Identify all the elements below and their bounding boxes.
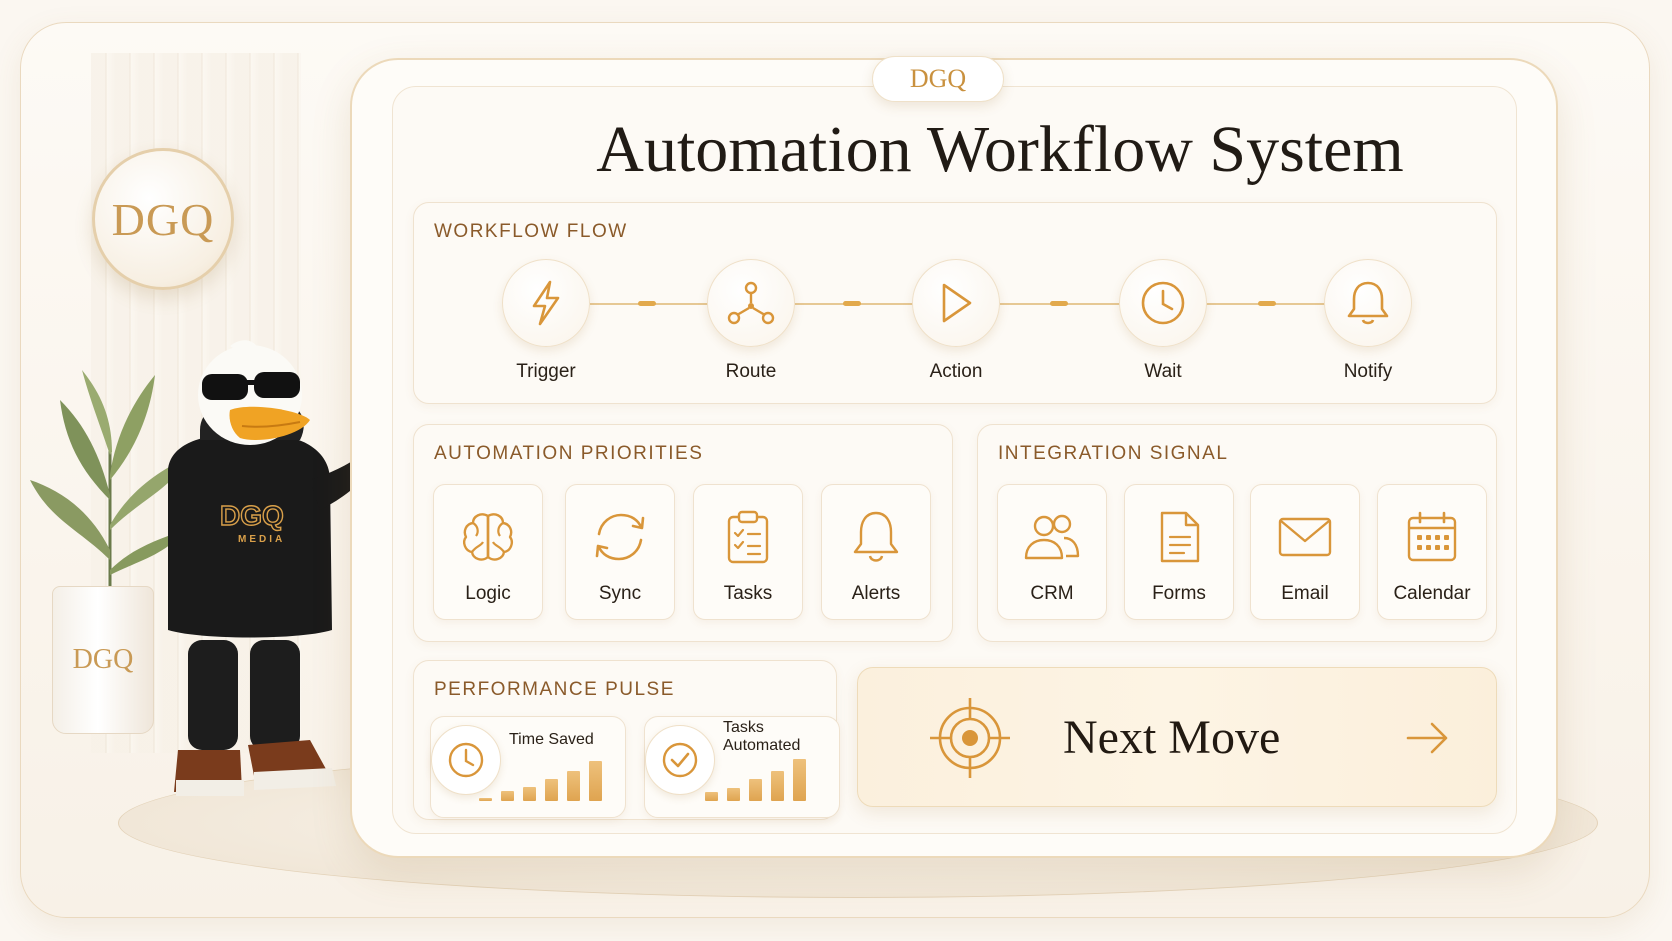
flow-step-wait[interactable]: Wait (1117, 259, 1209, 383)
flow-connector-dash (1258, 301, 1276, 306)
flow-connector-dash (638, 301, 656, 306)
integration-label: CRM (1030, 583, 1074, 604)
metric-bar (589, 761, 602, 801)
planter-logo-text: DGQ (72, 644, 134, 675)
arrow-right-icon (1406, 722, 1448, 754)
duck-mascot-illustration: DGQ MEDIA (168, 340, 391, 796)
priority-label: Logic (465, 583, 511, 604)
check-circle-icon (662, 742, 698, 778)
flow-connector-dash (1050, 301, 1068, 306)
performance-pulse-label: PERFORMANCE PULSE (434, 679, 675, 700)
metric-bar (793, 759, 806, 801)
integration-label: Calendar (1393, 583, 1471, 604)
workflow-flow-label: WORKFLOW FLOW (434, 221, 628, 242)
metric-bar (727, 788, 740, 801)
automation-priorities-label: AUTOMATION PRIORITIES (434, 443, 704, 464)
metric-bar (545, 779, 558, 801)
bell-icon (1347, 281, 1389, 325)
flow-step-label: Route (725, 361, 777, 382)
flow-step-label: Wait (1144, 361, 1182, 382)
flow-step-notify[interactable]: Notify (1322, 259, 1414, 383)
metric-bar (501, 791, 514, 801)
priority-alerts[interactable]: Alerts (821, 484, 931, 620)
bell-icon (853, 511, 899, 562)
clock-icon (448, 742, 484, 778)
svg-text:DGQ: DGQ (220, 500, 284, 531)
route-node-icon (727, 281, 775, 325)
metric-tasks-automated[interactable]: Tasks Automated (644, 716, 840, 818)
brand-pill: DGQ (872, 56, 1004, 102)
integration-crm[interactable]: CRM (997, 484, 1107, 620)
priority-label: Sync (598, 583, 642, 604)
brain-icon (463, 513, 513, 561)
metric-bar (705, 792, 718, 801)
integration-forms[interactable]: Forms (1124, 484, 1234, 620)
metric-bar (749, 779, 762, 801)
integration-email[interactable]: Email (1250, 484, 1360, 620)
target-icon (930, 698, 1010, 778)
lightning-icon (532, 280, 560, 326)
integration-label: Email (1281, 583, 1329, 604)
sync-icon (595, 513, 645, 561)
plant-illustration (30, 370, 192, 598)
planter: DGQ (52, 586, 154, 734)
wall-logo-text: DGQ (111, 193, 215, 245)
flow-step-route[interactable]: Route (705, 259, 797, 383)
metric-label: Time Saved (509, 731, 594, 748)
metric-time-saved[interactable]: Time Saved (430, 716, 626, 818)
priority-label: Tasks (723, 583, 773, 604)
priority-label: Alerts (851, 583, 901, 604)
flow-step-label: Trigger (516, 361, 576, 382)
integration-signal-label: INTEGRATION SIGNAL (998, 443, 1229, 464)
page-title: Automation Workflow System (596, 113, 1404, 186)
clock-icon (1141, 281, 1185, 325)
integration-calendar[interactable]: Calendar (1377, 484, 1487, 620)
wall-logo-badge: DGQ (92, 148, 234, 290)
flow-step-label: Action (929, 361, 983, 382)
flow-step-trigger[interactable]: Trigger (500, 259, 592, 383)
clipboard-icon (727, 510, 769, 564)
users-icon (1024, 514, 1080, 560)
play-icon (942, 283, 972, 323)
next-move-button[interactable]: Next Move (857, 667, 1497, 807)
next-move-label: Next Move (1063, 711, 1281, 764)
calendar-icon (1407, 511, 1457, 562)
document-icon (1160, 511, 1200, 563)
priority-logic[interactable]: Logic (433, 484, 543, 620)
flow-connector-dash (843, 301, 861, 306)
metric-bar (567, 771, 580, 801)
metric-bar (523, 787, 536, 801)
flow-step-label: Notify (1343, 361, 1393, 382)
envelope-icon (1278, 517, 1332, 557)
metric-bars (479, 757, 619, 801)
metric-bar (479, 798, 492, 801)
metric-bar (771, 771, 784, 801)
metric-bars (693, 757, 833, 801)
integration-label: Forms (1152, 583, 1206, 604)
metric-label: Tasks Automated (723, 719, 801, 754)
svg-text:MEDIA: MEDIA (238, 534, 285, 545)
priority-tasks[interactable]: Tasks (693, 484, 803, 620)
priority-sync[interactable]: Sync (565, 484, 675, 620)
flow-step-action[interactable]: Action (910, 259, 1002, 383)
